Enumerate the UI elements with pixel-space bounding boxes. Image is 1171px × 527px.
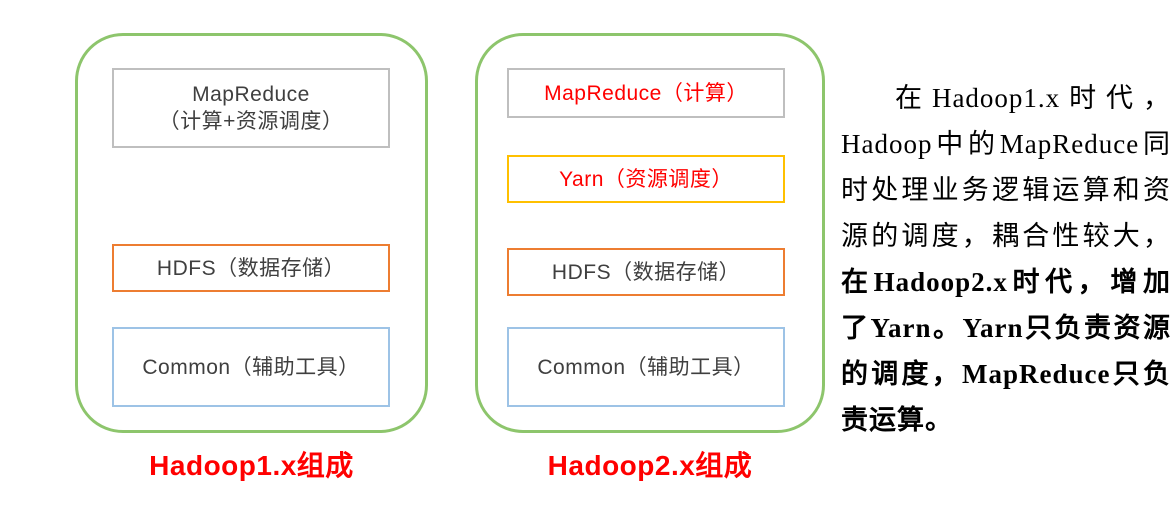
hadoop1x-hdfs-label: HDFS（数据存储） bbox=[156, 256, 346, 280]
hadoop2x-yarn-label: Yarn（资源调度） bbox=[559, 167, 733, 191]
explanation-normal-text: 在Hadoop1.x时代，Hadoop中的MapReduce同时处理业务逻辑运算… bbox=[841, 83, 1171, 251]
hadoop2x-mapreduce-label: MapReduce（计算） bbox=[544, 81, 748, 105]
hadoop2x-mapreduce-box: MapReduce（计算） bbox=[507, 68, 785, 118]
hadoop2x-common-box: Common（辅助工具） bbox=[507, 327, 785, 407]
hadoop1x-common-box: Common（辅助工具） bbox=[112, 327, 390, 407]
hadoop2x-container: MapReduce（计算） Yarn（资源调度） HDFS（数据存储） Comm… bbox=[475, 33, 825, 433]
hadoop2x-common-label: Common（辅助工具） bbox=[537, 355, 755, 379]
hadoop1x-mapreduce-box: MapReduce （计算+资源调度） bbox=[112, 68, 390, 148]
hadoop1x-mapreduce-label-line1: MapReduce bbox=[192, 83, 310, 106]
explanation-bold-text: 在Hadoop2.x时代，增加了Yarn。Yarn只负责资源的调度，MapRed… bbox=[841, 267, 1171, 435]
hadoop2x-hdfs-box: HDFS（数据存储） bbox=[507, 248, 785, 296]
hadoop1x-container: MapReduce （计算+资源调度） HDFS（数据存储） Common（辅助… bbox=[75, 33, 428, 433]
hadoop2x-yarn-box: Yarn（资源调度） bbox=[507, 155, 785, 203]
hadoop1x-common-label: Common（辅助工具） bbox=[142, 355, 360, 379]
explanation-paragraph: 在Hadoop1.x时代，Hadoop中的MapReduce同时处理业务逻辑运算… bbox=[841, 75, 1171, 443]
hadoop2x-hdfs-label: HDFS（数据存储） bbox=[551, 260, 741, 284]
hadoop1x-mapreduce-label-line2: （计算+资源调度） bbox=[158, 110, 344, 133]
hadoop1x-caption: Hadoop1.x组成 bbox=[149, 450, 354, 481]
hadoop1x-hdfs-box: HDFS（数据存储） bbox=[112, 244, 390, 292]
hadoop2x-caption: Hadoop2.x组成 bbox=[547, 450, 753, 481]
